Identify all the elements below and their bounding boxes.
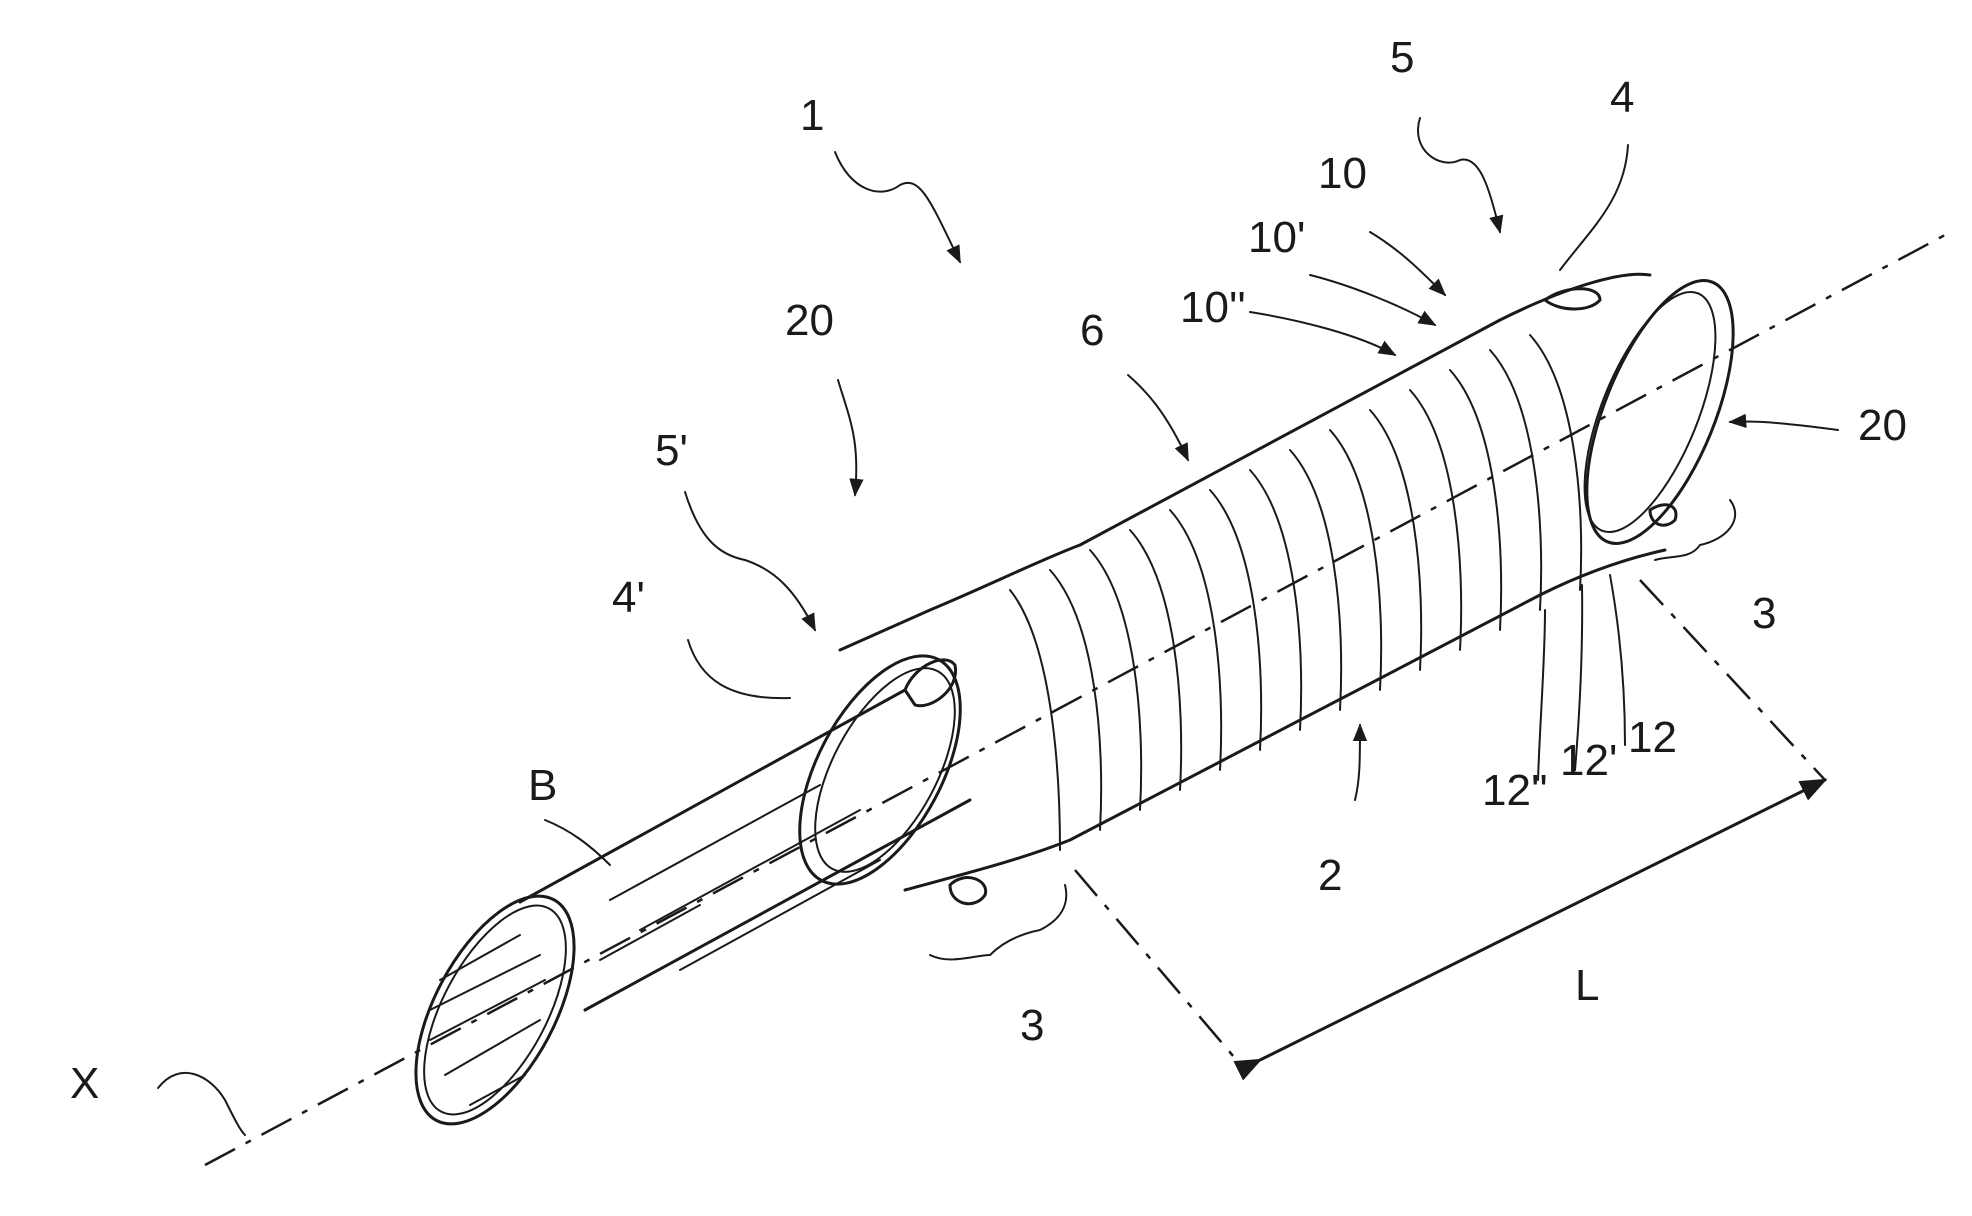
label-6: 6 [1080, 306, 1104, 355]
label-20-right: 20 [1858, 401, 1907, 450]
label-3-right: 3 [1752, 589, 1776, 638]
label-3-left: 3 [1020, 1001, 1044, 1050]
bar-b [383, 690, 970, 1149]
label-1: 1 [800, 91, 824, 140]
label-2: 2 [1318, 851, 1342, 900]
label-10: 10 [1318, 149, 1367, 198]
label-20-left: 20 [785, 296, 834, 345]
central-axis [205, 235, 1945, 1165]
label-x: X [70, 1059, 99, 1108]
label-10p: 10' [1248, 213, 1305, 262]
label-10pp: 10'' [1180, 283, 1246, 332]
sleeve-body [767, 262, 1764, 910]
dimension-l [1075, 580, 1825, 1070]
label-4p: 4' [612, 573, 645, 622]
label-5: 5 [1390, 33, 1414, 82]
label-12pp: 12'' [1482, 766, 1548, 815]
label-12p: 12' [1560, 736, 1617, 785]
axis-leader [158, 1073, 245, 1135]
label-12: 12 [1628, 713, 1677, 762]
leaders [545, 118, 1838, 959]
label-4: 4 [1610, 73, 1634, 122]
label-b: B [528, 761, 557, 810]
label-5p: 5' [655, 426, 688, 475]
label-l: L [1575, 961, 1599, 1010]
